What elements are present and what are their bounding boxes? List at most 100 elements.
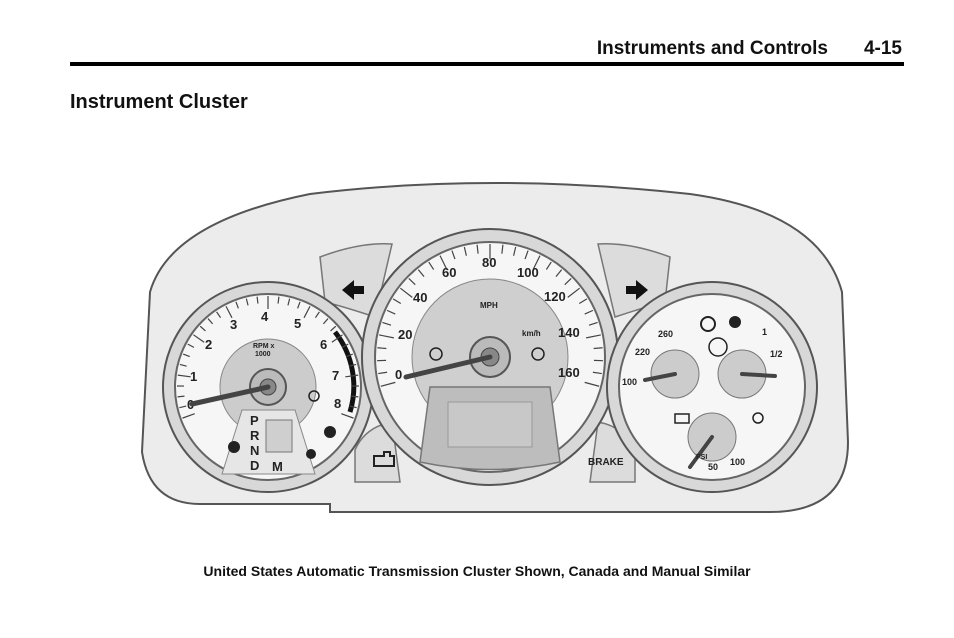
dial-tick: [341, 343, 349, 348]
dial-tick: [351, 395, 359, 398]
dial-tick: [177, 374, 191, 378]
stability-icon: [729, 316, 741, 328]
dial-tick: [501, 244, 504, 254]
dial-tick: [245, 298, 249, 306]
dial-tick: [199, 325, 206, 332]
tach-tick-5: 5: [294, 316, 301, 331]
dial-tick: [235, 301, 239, 309]
dial-tick: [297, 301, 301, 309]
dial-tick: [588, 321, 598, 326]
tach-needle: [189, 384, 271, 407]
dial-tick: [524, 250, 529, 260]
tach-unit-label-1: RPM x: [253, 343, 275, 350]
tach-tick-marks: [176, 296, 360, 419]
dial-tick: [377, 347, 387, 350]
tire-pressure-icon: [700, 316, 716, 332]
speedo-tick-marks: [377, 244, 603, 387]
dial-tick: [345, 374, 359, 378]
speedo-tick-100: 100: [517, 265, 539, 280]
dial-tick: [593, 347, 603, 350]
speedo-tick-20: 20: [398, 327, 412, 342]
speedo-tick-60: 60: [442, 265, 456, 280]
dial-tick: [382, 321, 392, 326]
temp-tick-100: 100: [622, 377, 637, 387]
dial-tick: [256, 296, 259, 304]
dial-tick: [386, 309, 396, 315]
dial-tick: [585, 334, 601, 339]
tach-tick-6: 6: [320, 337, 327, 352]
dial-tick: [380, 381, 396, 387]
fuel-tick-full: 1: [762, 327, 767, 337]
dial-tick: [303, 306, 311, 319]
speedo-tick-40: 40: [413, 290, 427, 305]
dial-tick: [277, 296, 280, 304]
dial-tick: [179, 363, 187, 367]
dial-tick: [408, 277, 416, 286]
battery-icon: [674, 413, 690, 424]
dial-tick: [417, 269, 425, 277]
dial-tick: [584, 381, 600, 387]
instrument-cluster-illustration: BRAKE 0 1 2 3 4 5 6 7 8 RPM x 1000 P R N…: [140, 182, 850, 513]
dial-tick: [182, 413, 195, 419]
dial-tick: [187, 343, 195, 348]
dial-tick: [331, 334, 343, 343]
gear-letter-r: R: [250, 428, 260, 443]
airbag-icon: [306, 449, 316, 459]
gear-letter-m: M: [272, 459, 283, 474]
dial-tick: [225, 306, 233, 319]
dial-tick: [379, 334, 395, 339]
temp-needle: [643, 372, 677, 382]
speedo-unit-mph: MPH: [480, 301, 498, 310]
dial-tick: [564, 277, 572, 286]
header-rule: [70, 62, 904, 66]
left-turn-pod: [319, 243, 393, 318]
dial-tick: [346, 353, 354, 358]
tach-tick-7: 7: [332, 368, 339, 383]
dial-tick: [476, 244, 479, 254]
fog-icon: [752, 412, 764, 424]
tach-unit-label-2: 1000: [255, 351, 271, 358]
speedometer: 0 20 40 60 80 100 120 140 160 MPH km/h: [361, 228, 619, 486]
dial-tick: [216, 311, 222, 319]
pressure-tick-50: 50: [708, 462, 718, 472]
speedo-unit-kmh: km/h: [522, 329, 541, 338]
dial-tick: [399, 287, 413, 298]
fuel-needle: [740, 372, 777, 378]
dial-tick: [287, 298, 291, 306]
dial-tick: [439, 255, 448, 270]
security-icon: [324, 426, 336, 438]
gear-letter-n: N: [250, 443, 259, 458]
dial-tick: [207, 318, 214, 325]
left-turn-arrow-icon: [342, 280, 364, 300]
pressure-unit: PSI: [696, 454, 707, 461]
speedo-tick-0: 0: [395, 367, 402, 382]
dial-tick: [567, 287, 581, 298]
dial-tick: [513, 246, 517, 256]
running-header: Instruments and Controls 4-15: [70, 38, 904, 64]
traction-icon: [308, 390, 320, 402]
speedo-needle: [403, 354, 493, 380]
pressure-tick-100: 100: [730, 457, 745, 467]
dial-tick: [578, 298, 588, 305]
speedo-tick-160: 160: [558, 365, 580, 380]
dial-tick: [349, 363, 357, 367]
tach-tick-3: 3: [230, 317, 237, 332]
dial-tick: [592, 371, 602, 375]
dial-tick: [584, 309, 594, 315]
dial-tick: [463, 246, 467, 256]
dial-tick: [341, 413, 354, 419]
figure-caption: United States Automatic Transmission Clu…: [203, 563, 751, 579]
speedo-tick-120: 120: [544, 289, 566, 304]
dial-tick: [532, 255, 541, 270]
tach-tick-2: 2: [205, 337, 212, 352]
gear-letter-d: D: [250, 458, 259, 473]
speedo-tick-140: 140: [558, 325, 580, 340]
fuel-tick-half: 1/2: [770, 349, 783, 359]
tach-tick-1: 1: [190, 369, 197, 384]
dial-tick: [545, 261, 552, 270]
dial-tick: [182, 353, 190, 358]
tachometer: 0 1 2 3 4 5 6 7 8 RPM x 1000 P R N D M: [162, 281, 374, 493]
oil-pressure-needle: [688, 435, 714, 469]
dial-tick: [392, 298, 402, 305]
tach-gear-display: [265, 419, 293, 453]
